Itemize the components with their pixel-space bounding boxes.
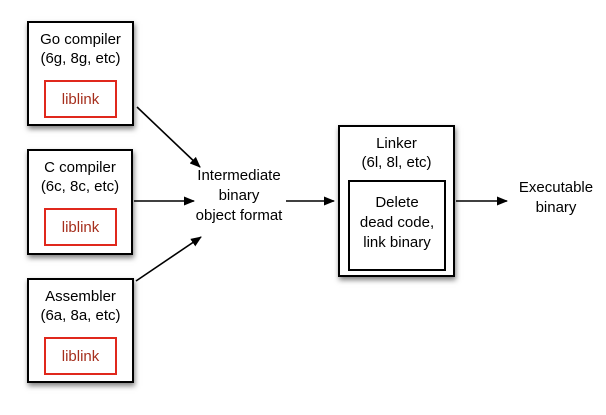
arrow-go-to-intermediate: [136, 106, 201, 168]
node-title: Go compiler: [40, 31, 121, 48]
label-line: binary: [218, 187, 260, 204]
go-liblink-box: liblink: [44, 80, 117, 118]
linker-inner-line: link binary: [363, 234, 431, 251]
node-subtitle: (6l, 8l, etc): [361, 154, 432, 171]
arrow-assembler-to-intermediate: [135, 236, 202, 282]
node-subtitle: (6a, 8a, etc): [40, 307, 121, 324]
label-line: object format: [195, 207, 283, 224]
assembler-liblink-box: liblink: [44, 337, 117, 375]
label-intermediate-binary-object-format: Intermediate binary object format: [174, 166, 304, 226]
linker-inner-line: Delete: [375, 194, 419, 211]
linker-inner-line: dead code,: [359, 214, 435, 231]
label-line: Executable: [518, 179, 594, 196]
node-title: Linker: [376, 135, 417, 152]
node-linker: Linker (6l, 8l, etc) Delete dead code, l…: [338, 125, 455, 277]
label-line: Intermediate: [197, 167, 281, 184]
node-c-compiler: C compiler (6c, 8c, etc) liblink: [27, 149, 133, 255]
label-executable-binary: Executable binary: [500, 178, 606, 218]
c-liblink-box: liblink: [44, 208, 117, 246]
linker-inner-box: Delete dead code, link binary: [348, 180, 446, 271]
label-line: binary: [535, 199, 577, 216]
node-title: Assembler: [45, 288, 116, 305]
node-subtitle: (6g, 8g, etc): [40, 50, 121, 67]
node-title: C compiler: [44, 159, 116, 176]
node-assembler: Assembler (6a, 8a, etc) liblink: [27, 278, 134, 383]
liblink-label: liblink: [61, 218, 100, 236]
liblink-label: liblink: [61, 90, 100, 108]
node-subtitle: (6c, 8c, etc): [40, 178, 120, 195]
node-go-compiler: Go compiler (6g, 8g, etc) liblink: [27, 21, 134, 126]
liblink-label: liblink: [61, 347, 100, 365]
